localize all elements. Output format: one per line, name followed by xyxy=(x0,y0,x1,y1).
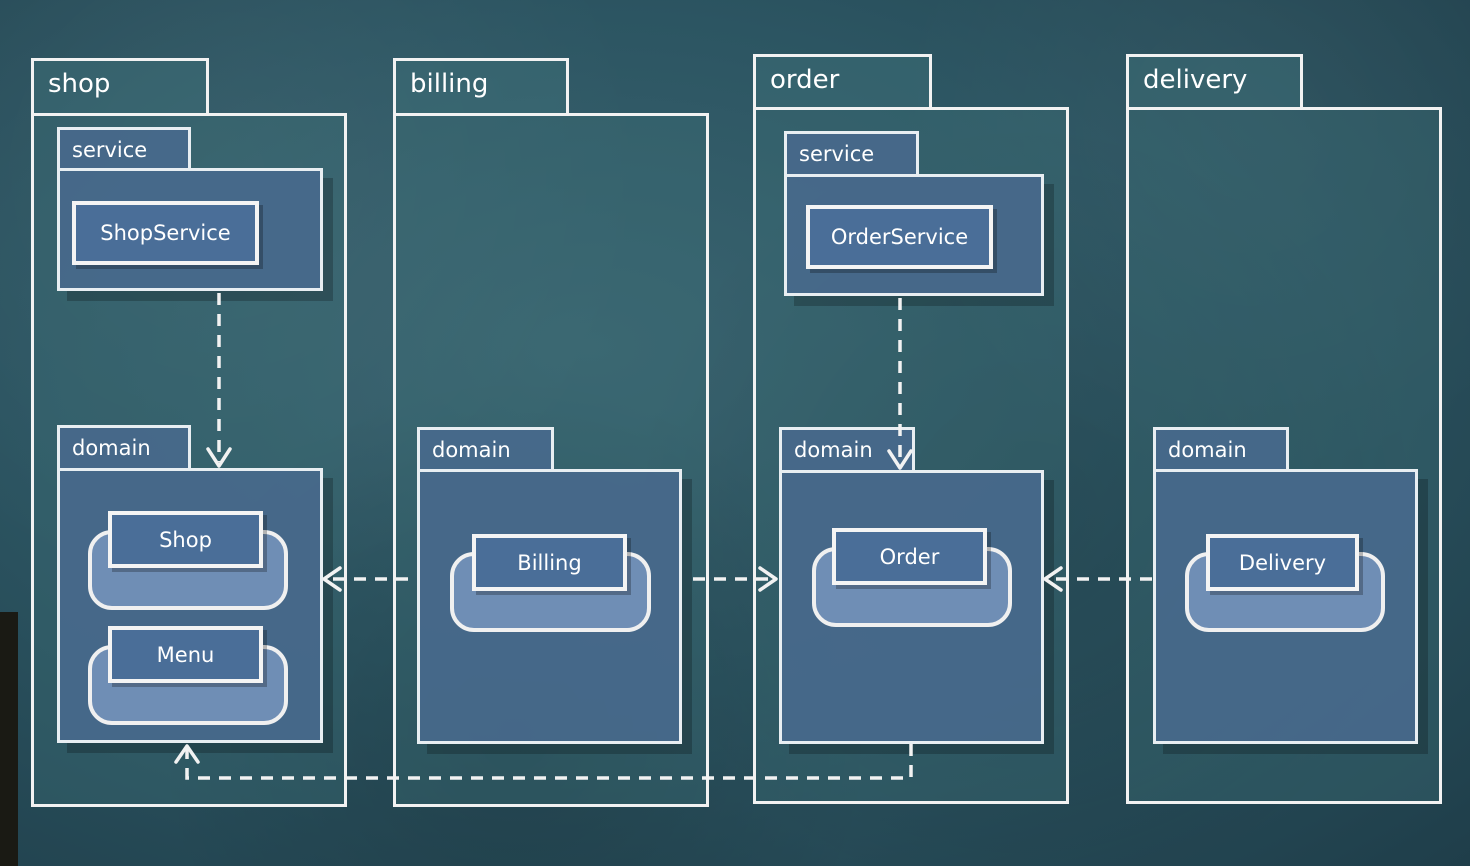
subpackage-tab-delivery-domain: domain xyxy=(1153,427,1289,472)
arrowhead-shop-domain-bottom xyxy=(174,744,200,764)
package-tab-order: order xyxy=(753,54,932,110)
package-label-order: order xyxy=(770,65,840,95)
subpackage-label-billing-domain: domain xyxy=(432,438,511,462)
class-delivery: Delivery xyxy=(1206,534,1359,591)
class-label-shop-service: ShopService xyxy=(100,221,231,245)
class-label-billing: Billing xyxy=(517,550,582,575)
subpackage-label-order-domain: domain xyxy=(794,438,873,462)
class-order-service: OrderService xyxy=(806,205,993,269)
package-tab-delivery: delivery xyxy=(1126,54,1303,110)
subpackage-tab-order-service: service xyxy=(784,131,919,177)
class-menu: Menu xyxy=(108,626,263,683)
arrowhead-order-right xyxy=(1043,566,1063,592)
class-label-order-service: OrderService xyxy=(830,225,969,249)
package-label-delivery: delivery xyxy=(1143,65,1248,95)
class-shop-service: ShopService xyxy=(72,201,259,265)
package-tab-shop: shop xyxy=(31,58,209,116)
arrowhead-shop-domain-top xyxy=(206,447,232,468)
class-label-order: Order xyxy=(879,544,940,569)
arrowhead-order-domain-top xyxy=(887,449,913,470)
subpackage-label-delivery-domain: domain xyxy=(1168,438,1247,462)
arrow-order-to-shop-domain xyxy=(185,744,913,780)
class-billing: Billing xyxy=(472,534,627,591)
subpackage-tab-order-domain: domain xyxy=(779,427,915,473)
class-label-delivery: Delivery xyxy=(1238,550,1327,575)
subpackage-tab-billing-domain: domain xyxy=(417,427,554,472)
subpackage-label-shop-domain: domain xyxy=(72,436,151,460)
class-label-menu: Menu xyxy=(156,642,215,667)
subpackage-tab-shop-service: service xyxy=(57,127,191,171)
class-shop: Shop xyxy=(108,511,263,568)
subpackage-tab-shop-domain: domain xyxy=(57,425,191,471)
subpackage-label-order-service: service xyxy=(799,142,875,166)
left-edge-shadow xyxy=(0,612,18,866)
arrowhead-order-left xyxy=(758,566,778,592)
package-label-billing: billing xyxy=(410,69,489,99)
package-label-shop: shop xyxy=(48,69,111,99)
subpackage-label-shop-service: service xyxy=(72,138,148,162)
arrowhead-shop-right xyxy=(322,566,342,592)
class-label-shop: Shop xyxy=(159,527,212,552)
class-order: Order xyxy=(832,528,987,585)
package-tab-billing: billing xyxy=(393,58,569,116)
